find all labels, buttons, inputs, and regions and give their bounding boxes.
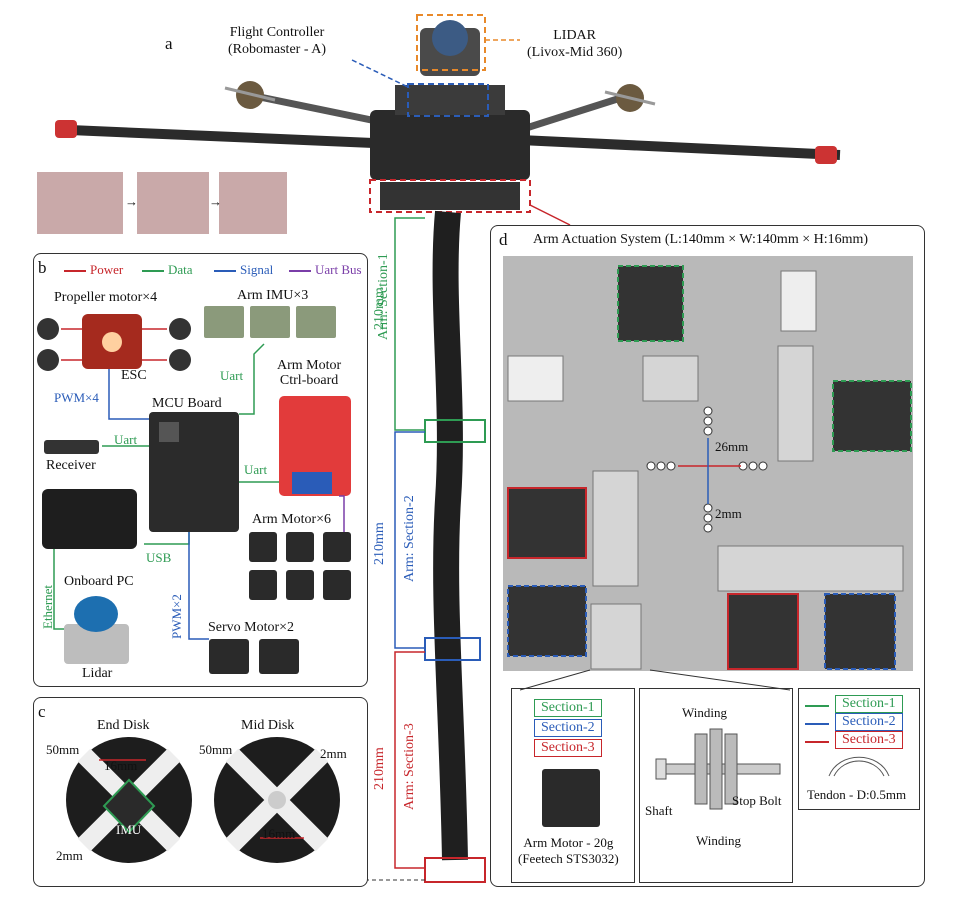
pwm2-label: PWM×2 (169, 594, 184, 639)
section3-length: 210mm (372, 747, 387, 790)
lidar-label-b: Lidar (82, 666, 113, 681)
spool-drawing (655, 728, 781, 810)
onboard-pc-label: Onboard PC (64, 574, 134, 589)
lidar-callout-box (416, 14, 486, 71)
actuation-cad-view: 26mm 2mm (503, 256, 913, 671)
motion-photo-3 (219, 172, 287, 234)
mid-disk-shape (214, 737, 340, 863)
mcu-label: MCU Board (152, 396, 222, 411)
arm-motor-caption: Arm Motor - 20g (Feetech STS3032) (518, 835, 619, 866)
panel-d: d Arm Actuation System (L:140mm × W:140m… (490, 225, 925, 887)
mid-16mm: 16mm (262, 826, 296, 841)
uart2-label: Uart (114, 432, 138, 447)
ctrl-board-label: Arm Motor Ctrl-board (277, 358, 342, 388)
end-2mm: 2mm (56, 848, 83, 863)
arm-light-right (815, 146, 837, 164)
drone-arms (55, 81, 841, 164)
section-braces (394, 217, 486, 883)
motion-photo-strip: → → (37, 172, 287, 234)
end-16mm: 16mm (104, 758, 138, 773)
panel-b: b Power Data Signal Uart Bus (33, 253, 368, 687)
panel-c-label: c (38, 702, 46, 721)
section1-length: 210mm (372, 287, 387, 330)
usb-label: USB (146, 550, 172, 565)
propeller-label: Propeller motor×4 (54, 290, 158, 305)
receiver-label: Receiver (46, 458, 96, 473)
section-2-key: Section-2 (534, 719, 602, 737)
actuation-cad-drawing (507, 265, 912, 670)
arm-base-callout-box (369, 179, 531, 213)
arm-light-left (55, 120, 77, 138)
tendon-section-2: Section-2 (835, 713, 903, 731)
stop-bolt-label: Stop Bolt (732, 793, 782, 808)
panel-a-label: a (165, 34, 173, 53)
section3-label: Arm: Section-3 (402, 723, 417, 810)
esc-label: ESC (121, 368, 147, 383)
motion-photo-1 (37, 172, 123, 234)
wire-legend: Power Data Signal Uart Bus (64, 262, 364, 280)
pwm4-label: PWM×4 (54, 390, 99, 405)
section-1-key: Section-1 (534, 699, 602, 717)
tendon-coil-icon (828, 756, 890, 777)
fc-label: Flight Controller (Robomaster - A) (228, 25, 326, 57)
section2-length: 210mm (372, 522, 387, 565)
imu-label: IMU (116, 822, 142, 837)
imu-label: Arm IMU×3 (237, 288, 309, 303)
disk-drawings (66, 737, 340, 863)
dim-2mm: 2mm (715, 506, 742, 521)
winding-bottom-label: Winding (696, 833, 741, 848)
arm-motor-label: Arm Motor×6 (252, 512, 332, 527)
tendon-section-3: Section-3 (835, 731, 903, 749)
panel-d-label: d (499, 230, 508, 249)
arrow-icon: → (125, 194, 138, 209)
end-50mm: 50mm (46, 742, 80, 757)
winding-top-label: Winding (682, 705, 727, 720)
tendon-label: Tendon - D:0.5mm (807, 787, 907, 802)
end-disk-shape (66, 737, 192, 863)
servo-label: Servo Motor×2 (208, 620, 295, 635)
mid-50mm: 50mm (199, 742, 233, 757)
spool-detail: Winding Shaft Stop Bolt Winding (639, 688, 793, 883)
tendon-detail: Section-1 Section-2 Section-3 Tendon - D… (798, 688, 920, 810)
dim-26mm: 26mm (715, 439, 749, 454)
motion-photo-2 (137, 172, 209, 234)
drone-body (370, 20, 530, 210)
continuum-arm (432, 210, 468, 861)
uart1-label: Uart (220, 368, 244, 383)
tendon-section-1: Section-1 (835, 695, 903, 713)
lidar-label: LIDAR (Livox-Mid 360) (527, 28, 623, 60)
uart3-label: Uart (244, 462, 268, 477)
mid-2mm: 2mm (320, 746, 347, 761)
section-color-key: Section-1 Section-2 Section-3 Arm Motor … (511, 688, 635, 883)
section2-label: Arm: Section-2 (402, 495, 417, 582)
arm-motor-photo (542, 769, 600, 827)
arrow-icon: → (209, 194, 222, 209)
panel-c: c End Disk Mid Disk 50mm 16mm IMU 2mm 50… (33, 697, 368, 887)
fc-callout-box (407, 83, 489, 117)
section-3-key: Section-3 (534, 739, 602, 757)
panel-b-label: b (38, 258, 47, 277)
shaft-label: Shaft (645, 803, 673, 818)
mid-disk-label: Mid Disk (241, 718, 295, 733)
wiring-diagram (37, 306, 351, 674)
ethernet-label: Ethernet (40, 584, 55, 629)
end-disk-label: End Disk (97, 718, 150, 733)
panel-d-title: Arm Actuation System (L:140mm × W:140mm … (533, 232, 869, 247)
